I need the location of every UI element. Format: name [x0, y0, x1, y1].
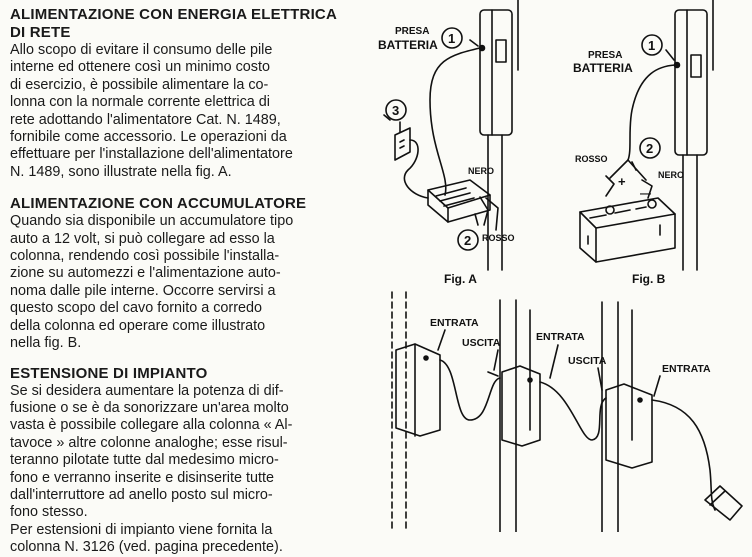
section-heading-battery: ALIMENTAZIONE CON ACCUMULATORE — [10, 195, 307, 213]
fig-a-callout-1: 1 — [448, 31, 455, 46]
section-heading-mains: ALIMENTAZIONE CON ENERGIA ELETTRICA DI R… — [10, 6, 337, 41]
fig-c-entrata-1: ENTRATA — [430, 317, 479, 329]
fig-c-uscita-2: USCITA — [568, 355, 607, 367]
fig-a-nero-label: NERO — [468, 166, 494, 176]
fig-a-rosso-label: ROSSO — [482, 233, 515, 243]
fig-c-uscita-1: USCITA — [462, 337, 501, 349]
fig-b-callout-1: 1 — [648, 38, 655, 53]
fig-b-nero-label: NERO — [658, 170, 684, 180]
fig-b-presa-label: PRESA — [588, 50, 622, 61]
fig-c-drawing — [391, 291, 743, 533]
figures-illustration: PRESA BATTERIA 1 3 2 NERO ROSSO Fig. A P… — [378, 0, 743, 533]
fig-a-batteria-label: BATTERIA — [378, 38, 438, 52]
fig-a-drawing — [383, 0, 519, 271]
text-column: ALIMENTAZIONE CON ENERGIA ELETTRICA DI R… — [10, 6, 360, 557]
fig-b-drawing — [579, 0, 714, 271]
fig-b-minus-sign: — — [640, 188, 651, 200]
fig-b-plus-sign: + — [618, 174, 626, 189]
fig-b-batteria-label: BATTERIA — [573, 61, 633, 75]
section-body-mains: Allo scopo di evitare il consumo delle p… — [10, 42, 293, 180]
fig-a-presa-label: PRESA — [395, 26, 429, 37]
fig-b-rosso-label: ROSSO — [575, 154, 608, 164]
section-body-battery: Quando sia disponibile un accumulatore t… — [10, 213, 294, 352]
fig-a-callout-3: 3 — [392, 103, 399, 118]
fig-c-entrata-2: ENTRATA — [536, 331, 585, 343]
fig-a-caption: Fig. A — [444, 272, 477, 286]
fig-a-callout-2: 2 — [464, 233, 471, 248]
section-heading-extension: ESTENSIONE DI IMPIANTO — [10, 364, 208, 382]
section-body-extension: Se si desidera aumentare la potenza di d… — [10, 382, 293, 556]
fig-b-callout-2: 2 — [646, 141, 653, 156]
fig-b-caption: Fig. B — [632, 272, 666, 286]
fig-c-entrata-3: ENTRATA — [662, 363, 711, 375]
figures-area: PRESA BATTERIA 1 3 2 NERO ROSSO Fig. A P… — [370, 0, 752, 533]
